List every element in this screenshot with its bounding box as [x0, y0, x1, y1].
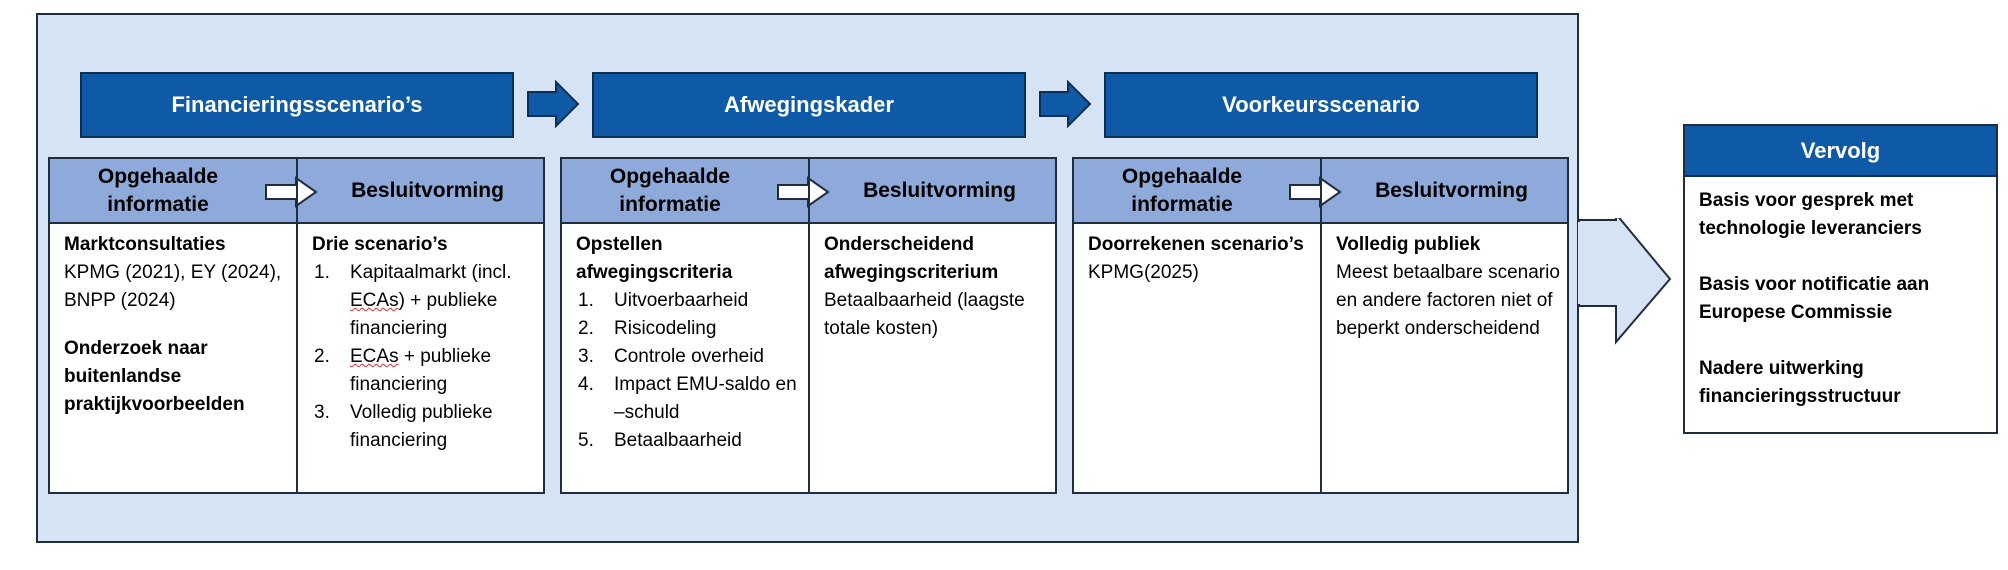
- header-besluitvorming: Besluitvorming: [351, 178, 504, 202]
- column-besluitvorming: Volledig publiek Meest betaalbare scenar…: [1336, 231, 1562, 343]
- criteria-list: 1.Uitvoerbaarheid 2.Risicodeling 3.Contr…: [576, 287, 802, 455]
- vervolg-list: Basis voor gesprek met technologie lever…: [1685, 177, 1996, 449]
- column-divider: [296, 159, 298, 492]
- phase-title: Financieringsscenario’s: [171, 92, 423, 117]
- info-heading: Doorrekenen scenario’s: [1088, 234, 1304, 255]
- list-item: 3.Volledig publieke financiering: [314, 402, 493, 451]
- column-opgehaalde-informatie: Opstellen afwegingscriteria 1.Uitvoerbaa…: [576, 231, 802, 455]
- phase-voorkeursscenario: Voorkeursscenario: [1104, 72, 1538, 138]
- header-besluitvorming: Besluitvorming: [863, 178, 1016, 202]
- phase-title: Voorkeursscenario: [1222, 92, 1420, 117]
- column-opgehaalde-informatie: Doorrekenen scenario’s KPMG(2025): [1088, 231, 1314, 287]
- decision-heading: Onderscheidend afwegingscriterium: [824, 234, 999, 283]
- section-financieringsscenarios: Opgehaalde informatie Besluitvorming Mar…: [48, 157, 545, 494]
- scenario-list: 1.Kapitaalmarkt (incl. ECAs) + publieke …: [312, 259, 538, 455]
- header-opgehaalde-informatie: Opgehaalde informatie: [1121, 164, 1243, 216]
- list-item: 2.ECAs + publieke financiering: [314, 346, 492, 395]
- list-item: 4.Impact EMU-saldo en –schuld: [578, 374, 797, 423]
- vervolg-item: Basis voor notificatie aan Europese Comm…: [1699, 274, 1930, 323]
- column-divider: [1320, 159, 1322, 492]
- phase-arrow-icon: [527, 80, 580, 128]
- info-heading: Marktconsultaties: [64, 234, 226, 255]
- list-item: 1.Uitvoerbaarheid: [578, 290, 749, 311]
- decision-heading: Drie scenario’s: [312, 234, 448, 255]
- column-divider: [808, 159, 810, 492]
- phase-afwegingskader: Afwegingskader: [592, 72, 1026, 138]
- header-opgehaalde-informatie: Opgehaalde informatie: [609, 164, 731, 216]
- header-arrow-icon: [777, 176, 830, 208]
- phase-title: Afwegingskader: [724, 92, 894, 117]
- info-heading: Onderzoek naar buitenlandse praktijkvoor…: [64, 338, 245, 415]
- phase-arrow-icon: [1039, 80, 1092, 128]
- header-besluitvorming: Besluitvorming: [1375, 178, 1528, 202]
- big-arrow-right-icon: [1578, 218, 1672, 345]
- vervolg-title: Vervolg: [1685, 126, 1996, 177]
- section-afwegingskader: Opgehaalde informatie Besluitvorming Ops…: [560, 157, 1057, 494]
- phase-financieringsscenarios: Financieringsscenario’s: [80, 72, 514, 138]
- column-besluitvorming: Onderscheidend afwegingscriterium Betaal…: [824, 231, 1050, 343]
- list-item: 2.Risicodeling: [578, 318, 717, 339]
- header-arrow-icon: [1289, 176, 1342, 208]
- header-opgehaalde-informatie: Opgehaalde informatie: [97, 164, 219, 216]
- column-opgehaalde-informatie: Marktconsultaties KPMG (2021), EY (2024)…: [64, 231, 290, 419]
- list-item: 1.Kapitaalmarkt (incl. ECAs) + publieke …: [314, 262, 512, 339]
- info-text: KPMG(2025): [1088, 262, 1199, 283]
- column-besluitvorming: Drie scenario’s 1.Kapitaalmarkt (incl. E…: [312, 231, 538, 455]
- decision-heading: Volledig publiek: [1336, 234, 1481, 255]
- decision-text: Meest betaalbare scenario en andere fact…: [1336, 262, 1560, 339]
- vervolg-item: Nadere uitwerking financieringsstructuur: [1699, 358, 1901, 407]
- vervolg-box: Vervolg Basis voor gesprek met technolog…: [1683, 124, 1998, 434]
- vervolg-item: Basis voor gesprek met technologie lever…: [1699, 190, 1922, 239]
- info-text: KPMG (2021), EY (2024), BNPP (2024): [64, 262, 282, 311]
- decision-text: Betaalbaarheid (laagste totale kosten): [824, 290, 1025, 339]
- list-item: 5.Betaalbaarheid: [578, 430, 742, 451]
- header-arrow-icon: [265, 176, 318, 208]
- info-heading: Opstellen afwegingscriteria: [576, 234, 733, 283]
- list-item: 3.Controle overheid: [578, 346, 764, 367]
- section-voorkeursscenario: Opgehaalde informatie Besluitvorming Doo…: [1072, 157, 1569, 494]
